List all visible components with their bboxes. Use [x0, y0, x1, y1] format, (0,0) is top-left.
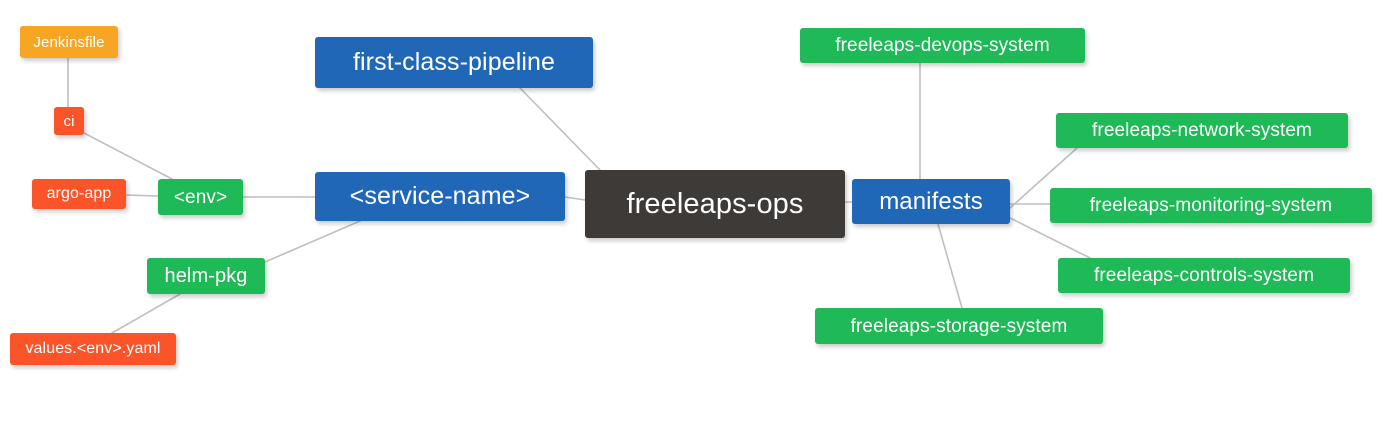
- mindmap-node-first-class-pipeline[interactable]: first-class-pipeline: [315, 37, 593, 88]
- mindmap-node-label: freeleaps-network-system: [1092, 120, 1312, 141]
- mindmap-node-freeleaps-devops-system[interactable]: freeleaps-devops-system: [800, 28, 1085, 63]
- mindmap-node-values-env-yaml[interactable]: values.<env>.yaml: [10, 333, 176, 365]
- mindmap-node-label: helm-pkg: [164, 265, 248, 287]
- edge-manifests-to-freeleaps-controls-system: [1009, 217, 1091, 259]
- edge-manifests-to-freeleaps-storage-system: [937, 223, 963, 309]
- mindmap-node-argo-app[interactable]: argo-app: [32, 179, 126, 209]
- mindmap-node-label: freeleaps-devops-system: [835, 35, 1050, 56]
- mindmap-node-freeleaps-monitoring-system[interactable]: freeleaps-monitoring-system: [1050, 188, 1372, 223]
- mindmap-node-jenkinsfile[interactable]: Jenkinsfile: [20, 26, 118, 58]
- edge-freeleaps-ops-to-first-class-pipeline: [519, 87, 601, 171]
- mindmap-node-env[interactable]: <env>: [158, 179, 243, 215]
- mindmap-node-label: freeleaps-controls-system: [1093, 265, 1315, 286]
- mindmap-node-label: freeleaps-ops: [626, 187, 804, 220]
- edge-env-to-argo-app: [125, 194, 159, 197]
- mindmap-node-freeleaps-storage-system[interactable]: freeleaps-storage-system: [815, 308, 1103, 344]
- mindmap-node-label: <env>: [173, 186, 228, 208]
- mindmap-node-freeleaps-network-system[interactable]: freeleaps-network-system: [1056, 113, 1348, 148]
- mindmap-node-label: freeleaps-monitoring-system: [1089, 195, 1333, 216]
- mindmap-node-ci[interactable]: ci: [54, 107, 84, 135]
- mindmap-node-label: values.<env>.yaml: [25, 340, 161, 357]
- edge-service-name-to-helm-pkg: [264, 220, 361, 263]
- mindmap-node-manifests[interactable]: manifests: [852, 179, 1010, 224]
- mindmap-node-label: <service-name>: [349, 182, 531, 210]
- mindmap-node-label: Jenkinsfile: [33, 33, 105, 51]
- mindmap-node-label: ci: [63, 112, 75, 130]
- mindmap-node-label: manifests: [879, 187, 983, 215]
- mindmap-node-label: freeleaps-storage-system: [850, 315, 1068, 337]
- mindmap-node-helm-pkg[interactable]: helm-pkg: [147, 258, 265, 294]
- mindmap-node-label: first-class-pipeline: [352, 48, 556, 76]
- edge-env-to-ci: [83, 132, 173, 180]
- mindmap-node-label: argo-app: [46, 185, 112, 202]
- mindmap-node-freeleaps-ops[interactable]: freeleaps-ops: [585, 170, 845, 238]
- edge-freeleaps-ops-to-service-name: [564, 196, 586, 201]
- edge-helm-pkg-to-values-env-yaml: [111, 293, 181, 334]
- mindmap-node-service-name[interactable]: <service-name>: [315, 172, 565, 221]
- mindmap-node-freeleaps-controls-system[interactable]: freeleaps-controls-system: [1058, 258, 1350, 293]
